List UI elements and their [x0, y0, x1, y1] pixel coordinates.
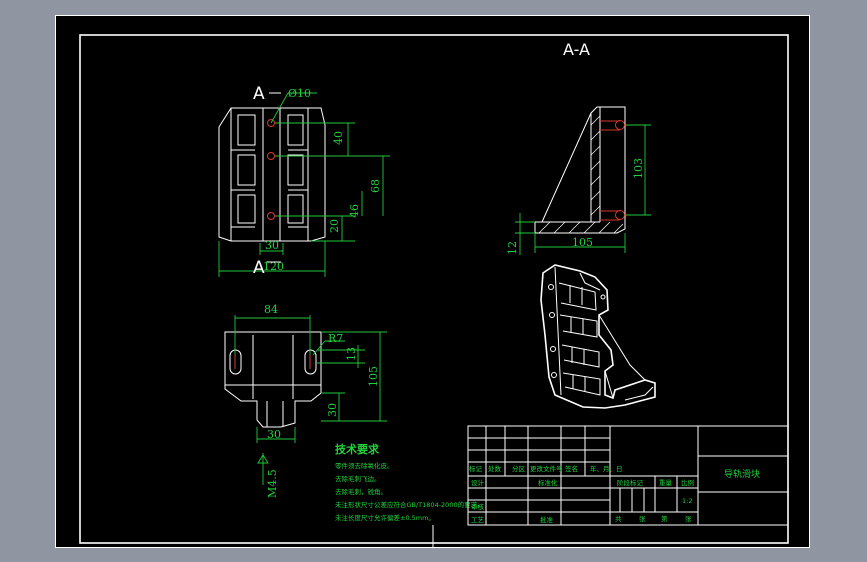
- section-label: A-A: [563, 40, 590, 59]
- tb-approve: 批准: [540, 515, 554, 524]
- tech-line-5: 未注长度尺寸允许偏差±0.5mm。: [335, 513, 435, 522]
- dim-13: 13: [345, 347, 358, 361]
- dim-m45: M4.5: [266, 469, 279, 498]
- tb-process: 工艺: [471, 516, 485, 524]
- tb-sheets-total: 共: [615, 514, 622, 523]
- section-view: [534, 106, 626, 234]
- tech-title: 技术要求: [335, 442, 380, 456]
- tb-scale-label: 比例: [681, 478, 694, 487]
- tb-design: 设计: [471, 478, 485, 487]
- tb-sheets-unit-1: 张: [639, 514, 646, 523]
- tb-weight: 重量: [659, 479, 673, 487]
- tb-label-change-doc: 更改文件号: [530, 464, 563, 473]
- dim-12: 12: [506, 241, 519, 255]
- dim-84: 84: [264, 303, 278, 316]
- dim-20: 20: [328, 219, 341, 233]
- tb-sheets-unit-2: 张: [685, 514, 692, 523]
- tb-label-count: 处数: [488, 464, 502, 473]
- dim-105-bottom: 105: [367, 366, 380, 387]
- dim-120: 120: [263, 260, 284, 273]
- tb-part-name: 导轨滑块: [724, 468, 760, 480]
- tb-check: 审核: [471, 502, 485, 511]
- tb-sheet-no: 第: [661, 514, 668, 523]
- dim-68: 68: [369, 179, 382, 193]
- front-view: [218, 107, 326, 242]
- tb-label-zone: 分区: [512, 464, 526, 473]
- tb-stage: 阶段标记: [617, 478, 644, 487]
- section-mark-bottom: A: [253, 258, 265, 278]
- sheet-border: [55, 15, 810, 548]
- bottom-view: [224, 331, 322, 428]
- tech-requirements: 技术要求 零件须去除氧化皮。 去除毛刺飞边。 去除毛刺，锐角。 未注形状尺寸公差…: [335, 442, 484, 522]
- drawing-frame: [79, 34, 789, 544]
- drawing-canvas: Ø10 40 68 46 20 30 120 A A A-A: [55, 15, 810, 548]
- dim-40: 40: [332, 131, 345, 145]
- dim-r7: R7: [328, 332, 343, 345]
- tb-label-mark: 标记: [469, 464, 483, 473]
- dim-103: 103: [632, 158, 645, 179]
- dim-30-front: 30: [265, 239, 279, 252]
- dim-105-section: 105: [572, 236, 593, 249]
- drawing-sheet: Ø10 40 68 46 20 30 120 A A A-A: [55, 15, 810, 548]
- tech-line-2: 去除毛刺飞边。: [335, 474, 381, 483]
- tb-label-date: 年、月、日: [590, 464, 623, 473]
- tech-line-3: 去除毛刺，锐角。: [335, 487, 387, 496]
- dim-46: 46: [348, 204, 361, 218]
- dim-30-bottom-v: 30: [326, 403, 339, 417]
- bottom-dimensions: 84 R7 13 105 30 30 M4.5: [234, 303, 387, 498]
- tb-label-sign: 签名: [565, 464, 578, 473]
- tech-line-4: 未注形状尺寸公差应符合GB/T1804-2000的要求。: [335, 500, 484, 509]
- front-dimensions: Ø10 40 68 46 20 30 120 A A: [218, 84, 390, 278]
- isometric-view: [540, 264, 656, 409]
- tb-standard: 标准化: [538, 478, 558, 487]
- section-dimensions: 103 105 12: [506, 124, 651, 255]
- tech-line-1: 零件须去除氧化皮。: [335, 461, 394, 470]
- title-block: 标记 处数 分区 更改文件号 签名 年、月、日 设计 标准化 审核 工艺 批准 …: [467, 425, 789, 526]
- section-mark-top: A: [253, 84, 265, 104]
- dim-hole-dia: Ø10: [288, 87, 311, 100]
- tb-scale: 1:2: [682, 497, 692, 505]
- dim-30-bottom: 30: [267, 428, 281, 441]
